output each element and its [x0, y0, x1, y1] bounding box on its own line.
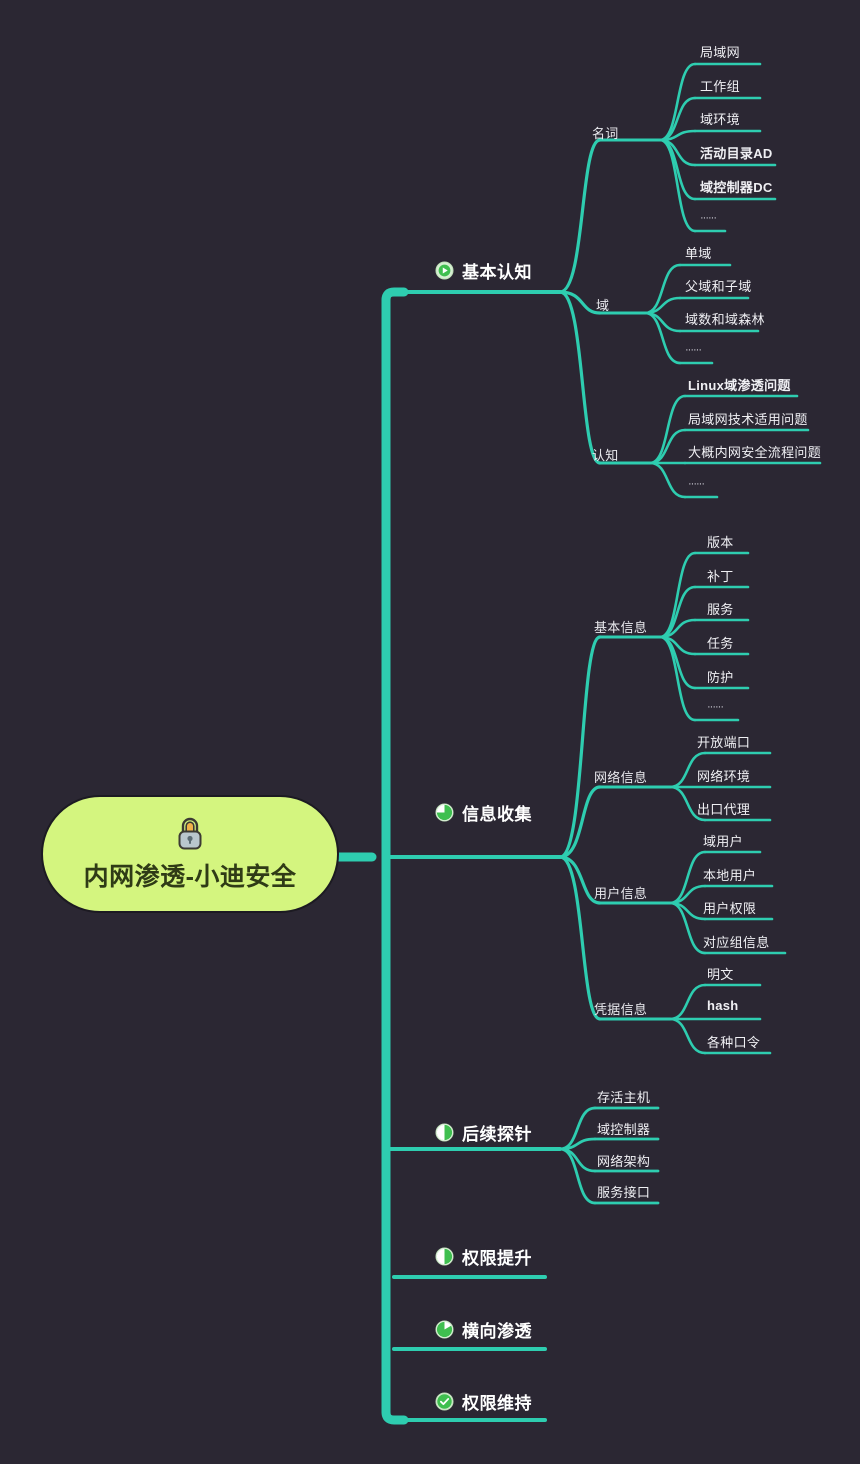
leaf-node[interactable]: ······ [700, 212, 717, 224]
leaf-node[interactable]: 网络环境 [697, 769, 751, 784]
subnode-nouns[interactable]: 名词 [592, 126, 619, 141]
branch-label: 后续探针 [462, 1125, 532, 1144]
leaf-node[interactable]: 父域和子域 [685, 279, 752, 294]
branch-label: 基本认知 [462, 263, 532, 282]
leaf-node[interactable]: 网络架构 [597, 1154, 651, 1169]
half-pie-icon [435, 1123, 454, 1142]
root-title: 内网渗透-小迪安全 [83, 863, 297, 891]
leaf-node[interactable]: 各种口令 [707, 1035, 761, 1050]
leaf-node[interactable]: 对应组信息 [703, 935, 770, 950]
leaf-node[interactable]: hash [707, 998, 739, 1013]
leaf-node[interactable]: ······ [685, 344, 702, 356]
leaf-node[interactable]: 防护 [707, 670, 734, 685]
leaf-node[interactable]: ······ [688, 478, 705, 490]
subnode-cognition[interactable]: 认知 [592, 448, 619, 463]
leaf-node[interactable]: 补丁 [707, 569, 734, 584]
leaf-node[interactable]: 域环境 [700, 112, 740, 127]
subnode-basic-info[interactable]: 基本信息 [594, 620, 648, 635]
leaf-node[interactable]: 本地用户 [703, 868, 757, 883]
three-quarter-pie-icon [435, 1320, 454, 1339]
branch-basic-cognition[interactable]: 基本认知 [435, 258, 532, 283]
leaf-node[interactable]: 出口代理 [697, 802, 751, 817]
branch-follow-up-probe[interactable]: 后续探针 [435, 1120, 532, 1145]
branch-privilege-escalation[interactable]: 权限提升 [435, 1244, 532, 1269]
leaf-node[interactable]: 局域网技术适用问题 [688, 412, 808, 427]
leaf-node[interactable]: 工作组 [700, 79, 740, 94]
leaf-node[interactable]: ······ [707, 701, 724, 713]
branch-info-gathering[interactable]: 信息收集 [435, 800, 532, 825]
branch-label: 权限维持 [462, 1394, 532, 1413]
subnode-credential-info[interactable]: 凭据信息 [594, 1002, 648, 1017]
leaf-node[interactable]: 用户权限 [703, 901, 757, 916]
leaf-node[interactable]: 服务 [707, 602, 734, 617]
half-pie-icon [435, 1247, 454, 1266]
leaf-node[interactable]: 存活主机 [597, 1090, 651, 1105]
leaf-node[interactable]: 任务 [707, 636, 734, 651]
root-node[interactable]: 内网渗透-小迪安全 [41, 795, 339, 913]
leaf-node[interactable]: 局域网 [700, 45, 740, 60]
branch-persistence[interactable]: 权限维持 [435, 1389, 532, 1414]
branch-label: 横向渗透 [462, 1322, 532, 1341]
leaf-node[interactable]: 域控制器 [597, 1122, 651, 1137]
play-circle-icon [435, 261, 454, 280]
leaf-node[interactable]: 开放端口 [697, 735, 751, 750]
leaf-node[interactable]: 明文 [707, 967, 734, 982]
leaf-node[interactable]: 域用户 [703, 834, 743, 849]
padlock-icon [178, 817, 202, 850]
quarter-pie-icon [435, 803, 454, 822]
leaf-node[interactable]: 单域 [685, 246, 712, 261]
check-circle-icon [435, 1392, 454, 1411]
branch-label: 信息收集 [462, 805, 532, 824]
leaf-node[interactable]: 活动目录AD [700, 146, 773, 161]
leaf-node[interactable]: Linux域渗透问题 [688, 378, 791, 393]
leaf-node[interactable]: 版本 [707, 535, 734, 550]
leaf-node[interactable]: 大概内网安全流程问题 [688, 445, 822, 460]
leaf-node[interactable]: 域数和域森林 [685, 312, 765, 327]
branch-label: 权限提升 [462, 1249, 532, 1268]
subnode-network-info[interactable]: 网络信息 [594, 770, 648, 785]
branch-lateral-movement[interactable]: 横向渗透 [435, 1317, 532, 1342]
leaf-node[interactable]: 域控制器DC [700, 180, 773, 195]
subnode-user-info[interactable]: 用户信息 [594, 886, 648, 901]
subnode-domain[interactable]: 域 [596, 298, 610, 313]
leaf-node[interactable]: 服务接口 [597, 1185, 651, 1200]
